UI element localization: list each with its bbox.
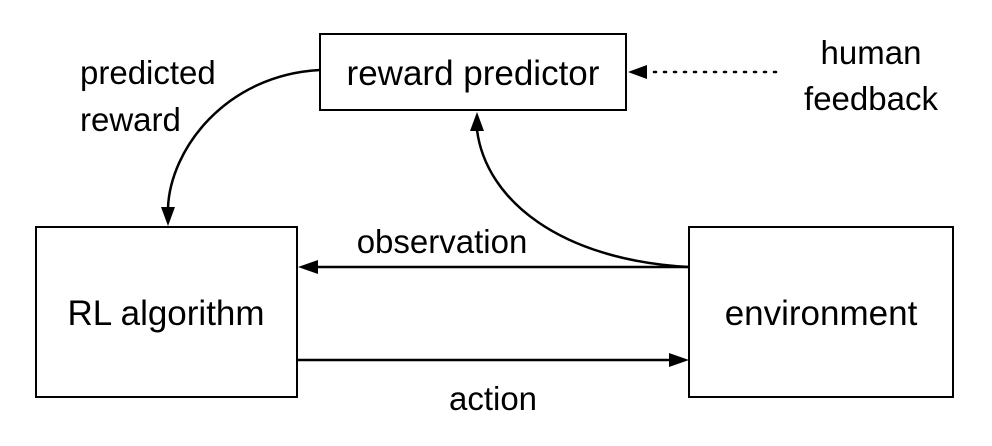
rl-algorithm-box [35, 226, 298, 398]
predicted-reward-arrow [166, 68, 321, 209]
predicted-reward-label-line1: predicted [80, 54, 216, 91]
human-feedback-label-line2: feedback [804, 80, 938, 117]
predicted-reward-edge: predicted reward [80, 54, 321, 226]
predicted-reward-label-line2: reward [80, 101, 181, 138]
human-feedback-arrowhead [628, 65, 647, 79]
predicted-reward-arrowhead [161, 207, 175, 226]
observation-edge: observation [298, 223, 689, 274]
reward-predictor-label: reward predictor [347, 54, 600, 93]
environment-node: environment [688, 226, 954, 398]
human-feedback-label-line1: human [821, 34, 922, 71]
human-feedback-edge: human feedback [628, 34, 938, 117]
rl-algorithm-node: RL algorithm [35, 226, 298, 398]
observation-to-reward-arrowhead [470, 112, 484, 131]
observation-to-reward-arrow [475, 129, 690, 269]
rl-algorithm-label: RL algorithm [67, 294, 264, 333]
environment-box [688, 226, 954, 398]
action-edge: action [297, 353, 689, 417]
observation-to-reward-edge [470, 112, 690, 269]
environment-label: environment [725, 294, 918, 333]
reward-predictor-node: reward predictor [319, 33, 627, 111]
action-arrowhead [669, 353, 689, 367]
observation-arrowhead [298, 260, 318, 274]
reward-predictor-box [319, 33, 627, 111]
observation-label: observation [357, 223, 528, 260]
action-label: action [449, 380, 537, 417]
